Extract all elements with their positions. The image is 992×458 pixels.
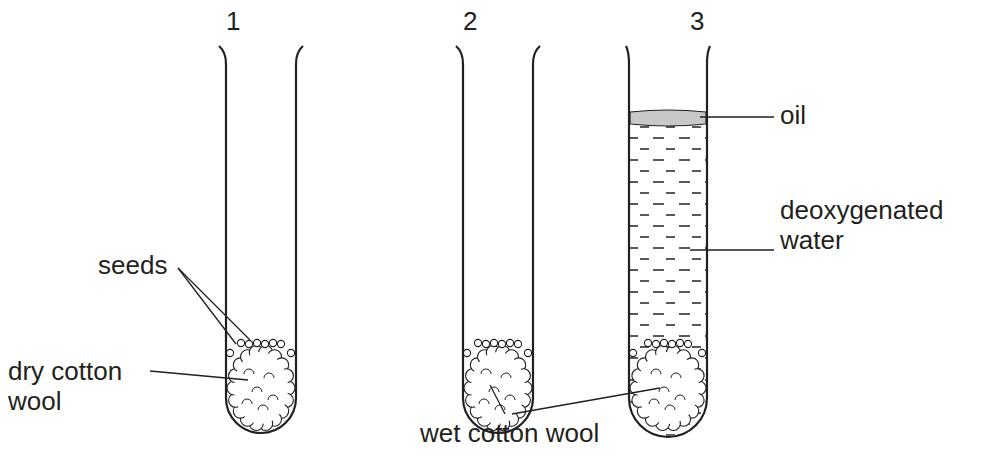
cotton-fibre	[505, 395, 515, 400]
seed	[490, 339, 497, 346]
tube-number: 1	[226, 6, 240, 36]
cotton-fibre	[665, 405, 675, 410]
seed-group	[226, 339, 705, 356]
cotton-label: dry cotton wool	[8, 356, 148, 416]
seed	[237, 339, 244, 346]
seed	[498, 340, 505, 347]
seed	[506, 339, 513, 346]
cotton-fibre	[671, 373, 681, 378]
tube-number: 2	[463, 6, 477, 36]
seed	[226, 349, 233, 356]
leader-line	[490, 385, 505, 414]
leader-line	[512, 388, 660, 414]
leader-line	[178, 268, 250, 340]
seed	[514, 340, 521, 347]
seed	[676, 339, 683, 346]
seed	[269, 339, 276, 346]
seed	[287, 349, 294, 356]
deoxygenated-water	[630, 122, 706, 436]
cotton-fibre	[268, 395, 278, 400]
cotton-body	[637, 352, 699, 424]
cotton-fibre	[258, 405, 268, 410]
test-tube	[626, 46, 710, 437]
seed	[524, 349, 531, 356]
cotton-fibre	[651, 369, 661, 374]
cotton-fibre	[242, 399, 252, 404]
seeds-label: seeds	[98, 250, 167, 280]
seed	[277, 340, 284, 347]
oil-label: oil	[780, 100, 806, 130]
cotton-fibre	[659, 387, 669, 392]
leader-line	[150, 371, 248, 380]
seed	[474, 339, 481, 346]
seed	[261, 340, 268, 347]
leader-line	[690, 249, 774, 250]
seed	[245, 340, 252, 347]
seed	[660, 339, 667, 346]
seed	[652, 340, 659, 347]
test-tube	[219, 46, 303, 433]
cotton-fibre	[479, 399, 489, 404]
leader-line	[178, 268, 236, 344]
leader-line	[700, 116, 774, 117]
cotton-fibre	[501, 373, 511, 378]
cotton-label: wet cotton wool	[420, 418, 599, 448]
seed	[253, 339, 260, 346]
seed	[668, 340, 675, 347]
cotton-fibre	[481, 369, 491, 374]
seed	[463, 349, 470, 356]
seed	[698, 349, 705, 356]
cotton-fibre	[495, 405, 505, 410]
seed	[482, 340, 489, 347]
seed	[629, 349, 636, 356]
test-tube	[456, 46, 540, 433]
tube-number: 3	[690, 6, 704, 36]
cotton-fibre	[675, 395, 685, 400]
cotton-fibre	[244, 369, 254, 374]
oil-layer	[630, 110, 706, 126]
cotton-fibre	[264, 373, 274, 378]
cotton-body	[234, 352, 288, 424]
seed	[684, 340, 691, 347]
cotton-fibre	[252, 387, 262, 392]
seed	[644, 339, 651, 346]
water-label: deoxygenated water	[780, 195, 985, 255]
cotton-fibre	[489, 387, 499, 392]
cotton-fibre	[649, 399, 659, 404]
